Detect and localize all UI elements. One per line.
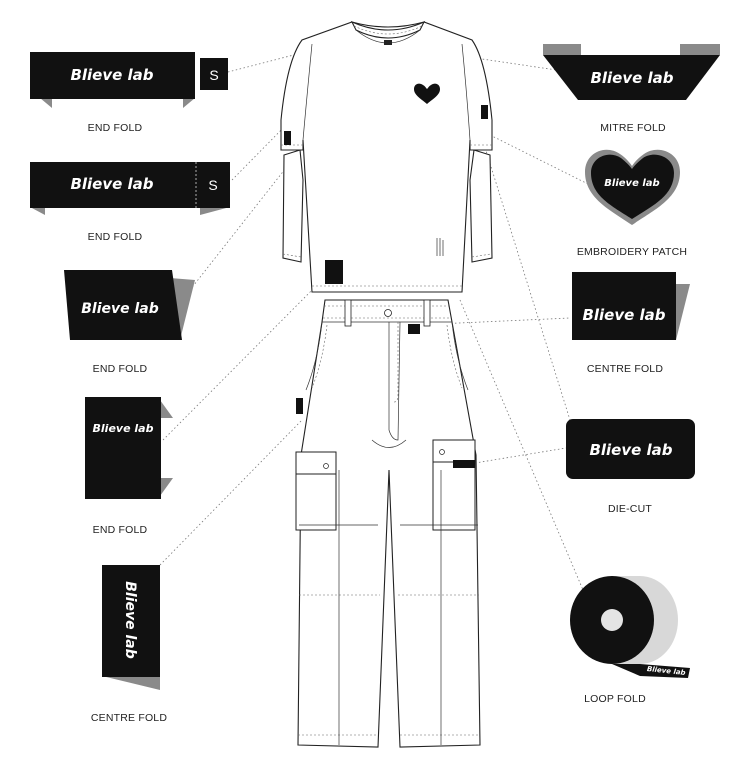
label-loop-fold: Blieve lab (570, 576, 690, 678)
caption-end-fold-2: END FOLD (87, 231, 143, 243)
caption-centre-fold-1: CENTRE FOLD (90, 712, 168, 724)
label-brand-text: Blieve lab (93, 422, 154, 435)
label-brand-text: Blieve lab (604, 178, 659, 189)
label-brand-text: Blieve lab (589, 441, 672, 459)
label-centre-fold-2: Blieve lab (572, 272, 690, 340)
label-brand-text: Blieve lab (70, 66, 153, 84)
caption-loop-fold: LOOP FOLD (584, 693, 646, 705)
caption-embroidery-patch: EMBROIDERY PATCH (576, 246, 688, 258)
caption-end-fold-4: END FOLD (92, 524, 148, 536)
caption-centre-fold-2: CENTRE FOLD (586, 363, 664, 375)
label-brand-text: Blieve lab (70, 175, 153, 193)
label-mitre-fold: Blieve lab (543, 44, 720, 100)
tshirt-sketch (280, 20, 493, 293)
label-die-cut: Blieve lab (566, 419, 695, 479)
size-tag-text: S (209, 67, 218, 83)
size-tag-text: S (208, 177, 217, 193)
caption-mitre-fold: MITRE FOLD (600, 122, 666, 134)
caption-die-cut: DIE-CUT (608, 503, 652, 515)
label-embroidery-patch: Blieve lab (585, 149, 680, 225)
label-end-fold-3: Blieve lab (64, 270, 195, 340)
label-brand-text: Blieve lab (122, 581, 138, 659)
label-brand-text: Blieve lab (582, 306, 665, 324)
label-end-fold-4: Blieve lab (85, 397, 173, 499)
label-end-fold-1: Blieve lab S (30, 52, 228, 108)
label-brand-text: Blieve lab (81, 301, 159, 317)
label-centre-fold-1: Blieve lab (102, 565, 160, 690)
pants-sketch (295, 299, 481, 748)
caption-end-fold-3: END FOLD (92, 363, 148, 375)
label-end-fold-2: Blieve lab S (30, 162, 230, 215)
caption-end-fold-1: END FOLD (87, 122, 143, 134)
label-brand-text: Blieve lab (590, 69, 673, 87)
